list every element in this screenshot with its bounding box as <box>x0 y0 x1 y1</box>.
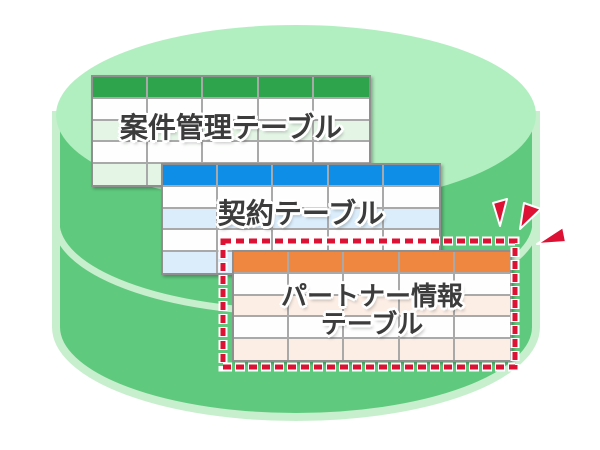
table-header-cell <box>218 165 274 187</box>
table-cell <box>383 208 439 230</box>
table-cell <box>163 251 219 273</box>
table-cell <box>313 120 369 142</box>
table-header-cell <box>234 252 290 274</box>
table-cell <box>203 99 259 121</box>
table-cell <box>328 187 384 209</box>
table-cell <box>163 187 219 209</box>
table-header-cell <box>258 77 314 99</box>
table-partner-info-label: パートナー情報 テーブル <box>280 282 463 340</box>
table-cell <box>148 99 204 121</box>
table-cell <box>328 230 384 252</box>
table-case-management-label: 案件管理テーブル <box>119 111 343 144</box>
table-cell <box>163 208 219 230</box>
table-cell <box>399 338 455 360</box>
table-cell <box>148 120 204 142</box>
table-header-cell <box>399 252 455 274</box>
table-cell <box>203 142 259 164</box>
table-cell <box>93 120 149 142</box>
table-header-cell <box>163 165 219 187</box>
table-header-cell <box>203 77 259 99</box>
table-cell <box>218 208 274 230</box>
table-cell <box>234 338 290 360</box>
table-header-cell <box>313 77 369 99</box>
table-cell <box>273 208 329 230</box>
table-header-cell <box>289 252 345 274</box>
table-cell <box>273 187 329 209</box>
table-contract-label: 契約テーブル <box>217 197 385 230</box>
table-cell <box>258 99 314 121</box>
table-cell <box>383 187 439 209</box>
table-header-cell <box>93 77 149 99</box>
table-cell <box>258 120 314 142</box>
table-cell <box>148 142 204 164</box>
table-header-cell <box>273 165 329 187</box>
table-header-cell <box>383 165 439 187</box>
table-cell <box>313 142 369 164</box>
table-cell <box>313 99 369 121</box>
table-cell <box>93 163 149 185</box>
table-cell <box>289 338 345 360</box>
table-cell <box>344 338 400 360</box>
table-cell <box>454 338 510 360</box>
table-cell <box>93 99 149 121</box>
table-cell <box>203 120 259 142</box>
table-header-cell <box>148 77 204 99</box>
table-cell <box>218 230 274 252</box>
table-cell <box>218 187 274 209</box>
table-header-cell <box>454 252 510 274</box>
table-header-cell <box>328 165 384 187</box>
table-cell <box>273 230 329 252</box>
table-cell <box>163 230 219 252</box>
table-cell <box>328 208 384 230</box>
table-cell <box>93 142 149 164</box>
table-cell <box>383 230 439 252</box>
table-cell <box>258 142 314 164</box>
table-header-cell <box>344 252 400 274</box>
